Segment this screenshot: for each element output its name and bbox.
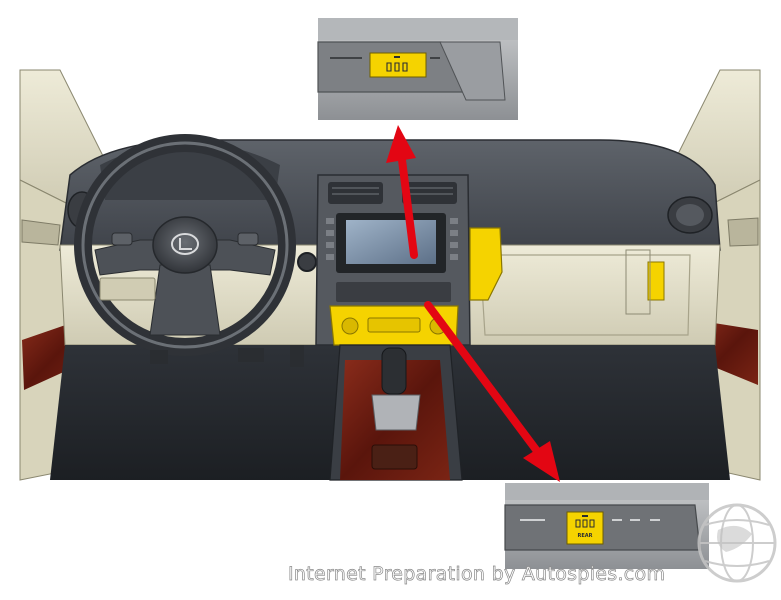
gear-shifter [381, 347, 407, 395]
wheel-right-buttons [237, 232, 259, 246]
bottom-inset: REAR [504, 483, 709, 569]
lexus-logo-icon [171, 233, 199, 255]
audio-controls [336, 282, 451, 302]
globe-logo-icon [697, 503, 777, 583]
pointer-arrows [386, 125, 560, 482]
highlighted-glovebox-switch [647, 261, 665, 301]
steering-wheel [74, 134, 296, 356]
start-button [297, 252, 317, 272]
left-door-handle [21, 219, 61, 246]
pedal-accelerator [290, 345, 304, 367]
arrow-down-shaft [424, 301, 544, 459]
arrow-down-head [523, 441, 560, 482]
bottom-inset-highlight-button [566, 511, 604, 545]
pedal-brake [238, 348, 264, 362]
shift-gate [371, 394, 421, 431]
climate-knob-left [341, 317, 359, 335]
rear-seat-heater-icon-bottom [575, 519, 595, 528]
watermark: Internet Preparation by Autospies.com [288, 563, 666, 586]
highlighted-side-bracket [469, 227, 503, 301]
top-inset [317, 18, 518, 120]
steering-hub [152, 216, 218, 274]
left-switch-panel [99, 277, 156, 301]
bottom-inset-label: REAR [578, 533, 593, 539]
center-vent-left [328, 182, 383, 204]
arrow-up-shaft [398, 156, 418, 259]
right-door-handle [727, 217, 759, 247]
center-stack [315, 174, 471, 346]
glovebox-fusebox [625, 249, 651, 315]
navigation-display [346, 220, 436, 264]
interior-scene [19, 69, 761, 481]
glovebox [479, 254, 691, 336]
console-cupholder [371, 444, 418, 470]
rear-seat-heater-icon [386, 62, 408, 72]
lexus-logo-letter [179, 238, 192, 250]
arrow-up-head [386, 125, 416, 163]
right-air-vent-inner [676, 204, 704, 226]
pedal-left [150, 350, 168, 364]
wheel-left-buttons [111, 232, 133, 246]
